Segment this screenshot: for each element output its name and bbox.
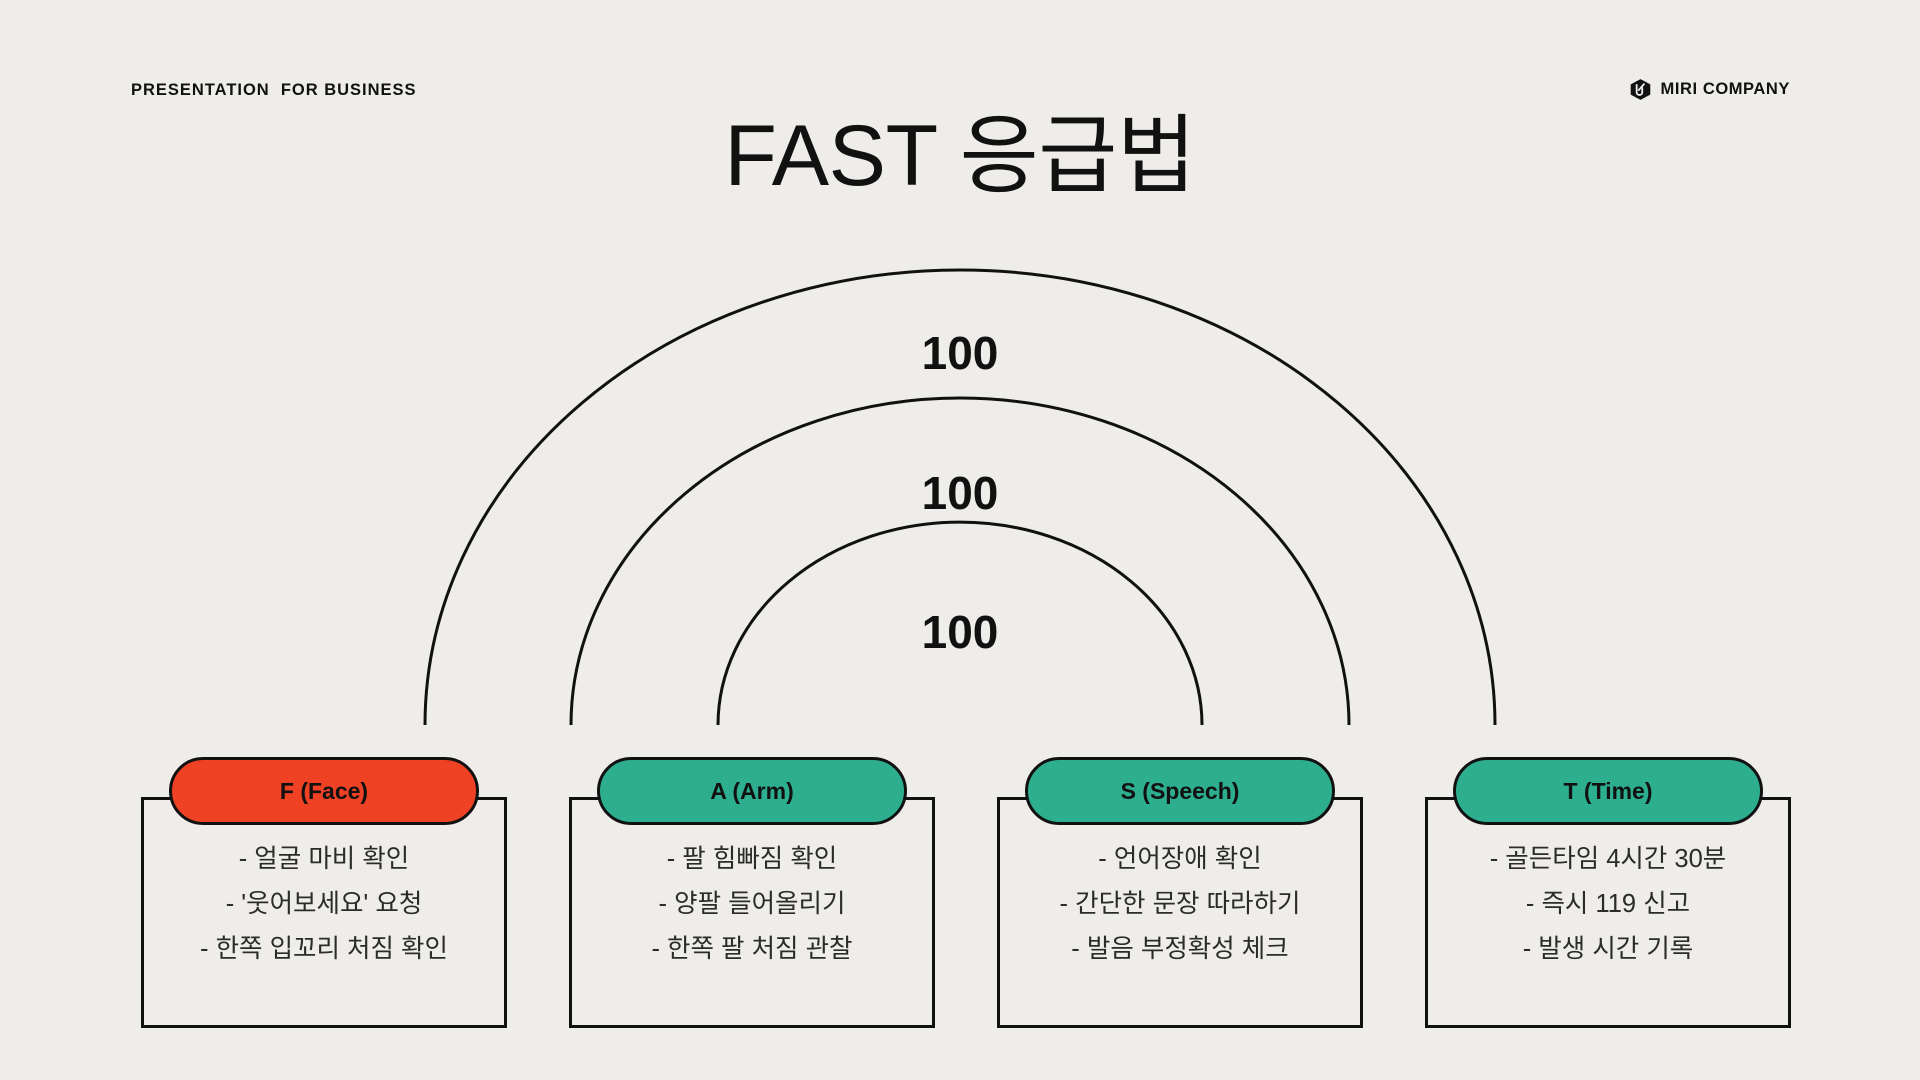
hexagon-logo-icon xyxy=(1630,79,1650,100)
arc-label-inner: 100 xyxy=(921,606,999,658)
card-body: - 골든타임 4시간 30분 - 즉시 119 신고 - 발생 시간 기록 xyxy=(1428,844,1788,965)
brand-name-label: MIRI COMPANY xyxy=(1660,80,1790,98)
fast-card-arm[interactable]: A (Arm) - 팔 힘빠짐 확인 - 양팔 들어올리기 - 한쪽 팔 처짐 … xyxy=(569,757,935,1028)
card-line: - 얼굴 마비 확인 xyxy=(238,845,410,873)
card-line: - 발생 시간 기록 xyxy=(1522,935,1694,964)
card-line: - 간단한 문장 따라하기 xyxy=(1059,890,1301,919)
arc-inner xyxy=(716,520,1204,725)
card-line: - 한쪽 입꼬리 처짐 확인 xyxy=(200,935,448,964)
card-body: - 팔 힘빠짐 확인 - 양팔 들어올리기 - 한쪽 팔 처짐 관찰 xyxy=(572,844,932,965)
card-line: - 한쪽 팔 처짐 관찰 xyxy=(651,935,853,964)
arc-strokes xyxy=(423,268,1497,725)
arc-label-middle: 100 xyxy=(921,467,999,519)
fast-card-time[interactable]: T (Time) - 골든타임 4시간 30분 - 즉시 119 신고 - 발생… xyxy=(1425,757,1791,1028)
card-pill-time[interactable]: T (Time) xyxy=(1453,757,1763,825)
fast-card-speech[interactable]: S (Speech) - 언어장애 확인 - 간단한 문장 따라하기 - 발음 … xyxy=(997,757,1363,1028)
card-line: - 발음 부정확성 체크 xyxy=(1071,935,1289,964)
card-body: - 얼굴 마비 확인 - '웃어보세요' 요청 - 한쪽 입꼬리 처짐 확인 xyxy=(144,844,504,965)
arc-middle xyxy=(569,396,1351,725)
card-pill-arm[interactable]: A (Arm) xyxy=(597,757,907,825)
brand-lockup: MIRI COMPANY xyxy=(1629,78,1790,101)
card-line: - 양팔 들어올리기 xyxy=(658,890,846,919)
concentric-arc-diagram xyxy=(0,255,1920,725)
arc-label-outer: 100 xyxy=(921,327,999,379)
page-title: FAST 응급법 xyxy=(724,108,1196,204)
card-pill-face[interactable]: F (Face) xyxy=(169,757,479,825)
card-line: - 언어장애 확인 xyxy=(1098,845,1262,873)
card-line: - 골든타임 4시간 30분 xyxy=(1489,845,1727,873)
card-pill-speech[interactable]: S (Speech) xyxy=(1025,757,1335,825)
card-line: - 팔 힘빠짐 확인 xyxy=(666,845,838,873)
arc-outer xyxy=(423,268,1497,725)
fast-card-face[interactable]: F (Face) - 얼굴 마비 확인 - '웃어보세요' 요청 - 한쪽 입꼬… xyxy=(141,757,507,1028)
card-pill-label: T (Time) xyxy=(1563,777,1653,804)
eyebrow-label: PRESENTATION FOR BUSINESS xyxy=(131,81,417,99)
card-body: - 언어장애 확인 - 간단한 문장 따라하기 - 발음 부정확성 체크 xyxy=(1000,844,1360,965)
card-pill-label: S (Speech) xyxy=(1120,777,1240,804)
card-line: - 즉시 119 신고 xyxy=(1525,890,1691,919)
slide-header: PRESENTATION FOR BUSINESS MIRI COMPANY xyxy=(0,0,1920,150)
card-line: - '웃어보세요' 요청 xyxy=(225,890,423,919)
card-pill-label: F (Face) xyxy=(279,777,369,804)
card-pill-label: A (Arm) xyxy=(710,777,794,804)
